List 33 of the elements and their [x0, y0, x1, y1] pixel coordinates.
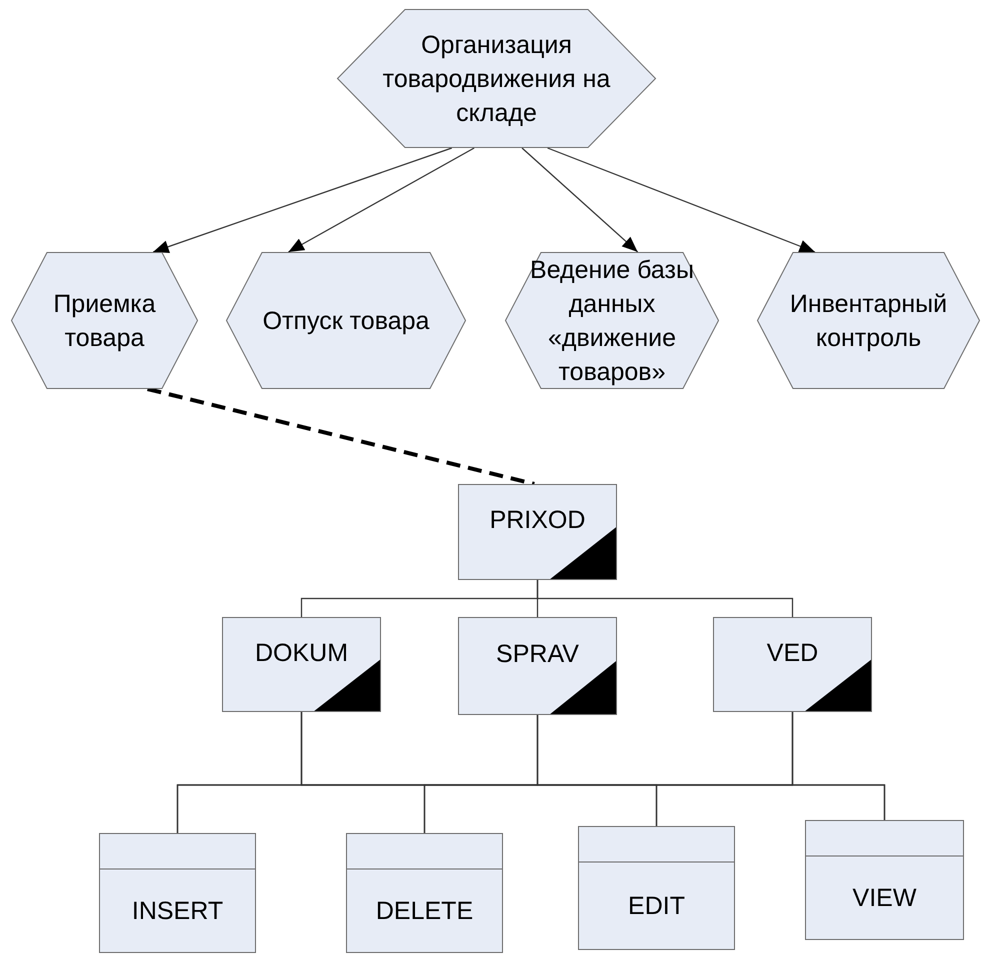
connector-line [147, 387, 535, 486]
node-label: PRIXOD [490, 505, 586, 536]
arrow [547, 147, 816, 253]
process-box [458, 484, 617, 580]
process-box [222, 617, 381, 712]
connector-line [792, 712, 886, 820]
arrow [288, 147, 474, 253]
module-box [346, 833, 503, 953]
node-label: Ведение базы данных «движение товаров» [529, 254, 695, 388]
node-label: SPRAV [496, 638, 579, 670]
hexagon-node [757, 252, 980, 389]
process-box [713, 617, 872, 712]
module-box [805, 820, 964, 940]
node-label: Организация товародвижения на складе [382, 30, 612, 128]
node-label: DELETE [376, 896, 474, 927]
hexagon-node [337, 9, 656, 148]
node-label: Инвентарный контроль [788, 288, 948, 354]
arrow [522, 148, 638, 252]
node-label: INSERT [132, 896, 224, 927]
module-box [99, 833, 256, 953]
node-label: VED [766, 638, 818, 670]
module-box [578, 826, 735, 950]
hexagon-node [505, 252, 719, 389]
node-label: DOKUM [254, 638, 348, 670]
node-label: Приемка товара [52, 288, 157, 354]
hexagon-node [11, 252, 198, 389]
connector-line [536, 580, 794, 617]
process-box [458, 617, 617, 715]
node-label: VIEW [852, 883, 916, 914]
arrow [152, 147, 452, 253]
node-label: Отпуск товара [262, 306, 430, 336]
node-label: EDIT [628, 891, 685, 922]
hexagon-node [226, 252, 466, 389]
